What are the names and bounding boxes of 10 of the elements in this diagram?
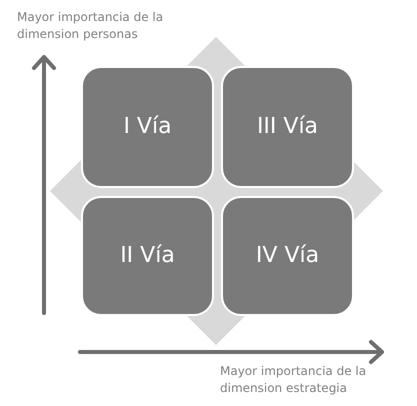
quadrant-label: IV Vía: [256, 244, 320, 268]
quadrant-tile: [221, 196, 354, 316]
quadrant-tile: [81, 196, 214, 316]
quadrant-label: I Vía: [123, 114, 172, 140]
quadrant-tile: [81, 66, 214, 188]
quadrant-label: III Vía: [256, 114, 318, 140]
axis-label: Mayor importancia de la dimension personas: [17, 9, 164, 43]
quadrant-tile: [221, 66, 354, 188]
quadrant-label: II Vía: [120, 244, 175, 268]
axis-label: Mayor importancia de la dimension estrategia: [220, 363, 368, 397]
